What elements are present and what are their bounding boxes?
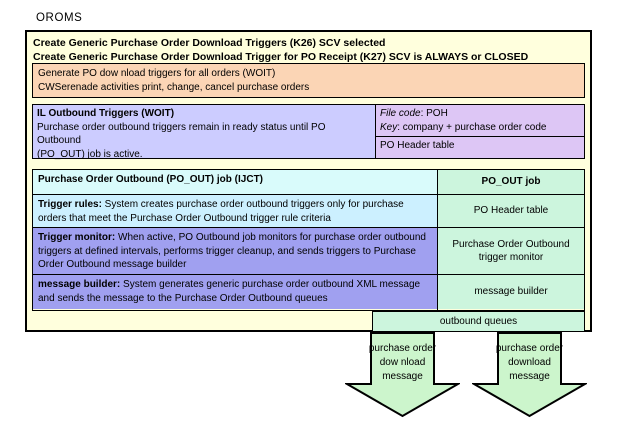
outbound-queues-box: outbound queues — [372, 311, 585, 332]
woit-key-value: : company + purchase order code — [397, 121, 547, 133]
arrow-polygon — [345, 332, 460, 418]
entity-po-header-table: PO Header table — [438, 195, 584, 228]
woit-file-code-value: : POH — [420, 108, 448, 119]
download-message-arrow-right: purchase order download message — [472, 332, 587, 418]
table-row-trigger-rules: Trigger rules: System creates purchase o… — [33, 195, 437, 228]
table-row-header: Purchase Order Outbound (PO_OUT) job (IJ… — [33, 170, 437, 195]
poout-row2-lead: Trigger monitor: — [38, 232, 116, 243]
il-outbound-triggers-box: IL Outbound Triggers (WOIT) Purchase ord… — [32, 104, 585, 160]
poout-row2-text: When active, PO Outbound job monitors fo… — [38, 232, 426, 270]
po-outbound-job-table: Purchase Order Outbound (PO_OUT) job (IJ… — [32, 169, 585, 311]
generate-line-2: CWSerenade activities print, change, can… — [38, 82, 310, 93]
poout-row3-text: System generates generic purchase order … — [38, 279, 421, 304]
woit-body-line-2: (PO_OUT) job is active. — [37, 148, 143, 160]
woit-po-header-table: PO Header table — [380, 140, 455, 151]
woit-file-code-row: File code: POH — [380, 107, 580, 121]
header-line-1: Create Generic Purchase Order Download T… — [33, 37, 386, 49]
woit-meta-top: File code: POH Key: company + purchase o… — [376, 105, 584, 137]
generate-line-1: Generate PO dow nload triggers for all o… — [38, 68, 276, 79]
arrow-polygon — [472, 332, 587, 418]
header-line-2: Create Generic Purchase Order Download T… — [33, 51, 529, 63]
poout-row1-text: System creates purchase order outbound t… — [38, 199, 404, 224]
woit-key-label: Key — [380, 121, 398, 133]
table-row-trigger-monitor: Trigger monitor: When active, PO Outboun… — [33, 228, 437, 275]
poout-row3-lead: message builder: — [38, 279, 121, 290]
entity-trigger-monitor: Purchase Order Outbound trigger monitor — [438, 228, 584, 275]
table-row-message-builder: message builder: System generates generi… — [33, 275, 437, 309]
woit-description-cell: IL Outbound Triggers (WOIT) Purchase ord… — [33, 105, 376, 160]
generate-triggers-box: Generate PO dow nload triggers for all o… — [32, 63, 585, 98]
entity-message-builder: message builder — [438, 275, 584, 309]
download-message-arrow-left: purchase order dow nload message — [345, 332, 460, 418]
header-text-block: Create Generic Purchase Order Download T… — [29, 34, 588, 64]
poout-row0-text: Purchase Order Outbound (PO_OUT) job (IJ… — [38, 174, 264, 185]
arrow-shape-left — [345, 332, 460, 418]
poout-row1-lead: Trigger rules: — [38, 199, 102, 210]
woit-file-code-label: File code — [380, 108, 421, 119]
woit-title: IL Outbound Triggers (WOIT) — [37, 108, 175, 119]
woit-body-line-1: Purchase order outbound triggers remain … — [37, 121, 326, 147]
po-outbound-description-column: Purchase Order Outbound (PO_OUT) job (IJ… — [33, 170, 438, 310]
entity-po-out-job: PO_OUT job — [438, 170, 584, 195]
woit-meta-cell: File code: POH Key: company + purchase o… — [376, 105, 584, 158]
diagram-caption: OROMS — [36, 12, 83, 24]
woit-key-row: Key: company + purchase order code — [380, 121, 580, 135]
po-outbound-entity-column: PO_OUT job PO Header table Purchase Orde… — [438, 170, 584, 310]
arrow-shape-right — [472, 332, 587, 418]
